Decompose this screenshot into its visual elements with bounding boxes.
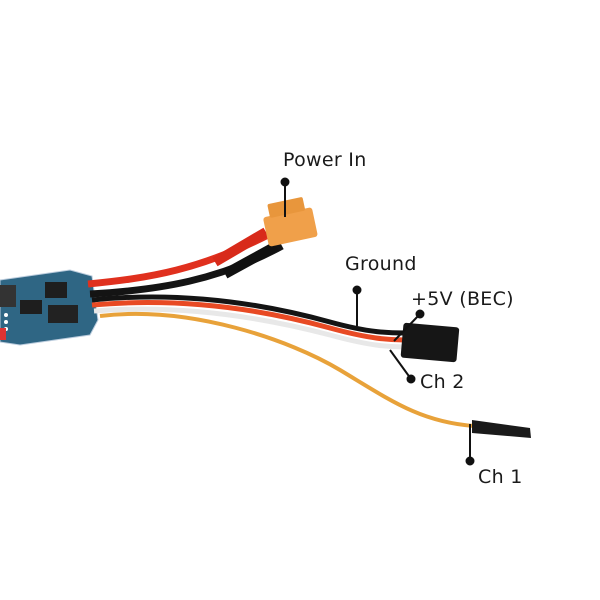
ch1-dot <box>465 456 475 466</box>
plus5v-label: +5V (BEC) <box>411 288 514 310</box>
ch1-label: Ch 1 <box>478 466 523 488</box>
black-ground-wire <box>91 294 406 336</box>
xt-connector <box>263 197 318 247</box>
plus5v-dot <box>415 309 425 319</box>
ch2-label: Ch 2 <box>420 371 465 393</box>
esc-board <box>0 269 99 346</box>
ch1-pin-connector <box>472 420 531 438</box>
yellow-ch1-wire <box>99 311 475 428</box>
power-in-dot <box>280 177 290 187</box>
ground-dot <box>352 285 362 295</box>
black-heatshrink <box>222 241 279 279</box>
red-heatshrink <box>212 227 269 267</box>
power-in-label: Power In <box>283 149 367 171</box>
ch2-dot <box>406 374 416 384</box>
white-ch2-wire <box>93 306 406 350</box>
leader-lines <box>280 177 475 466</box>
ground-label: Ground <box>345 253 417 275</box>
servo-connector <box>400 322 460 363</box>
red-5v-wire <box>91 300 406 343</box>
